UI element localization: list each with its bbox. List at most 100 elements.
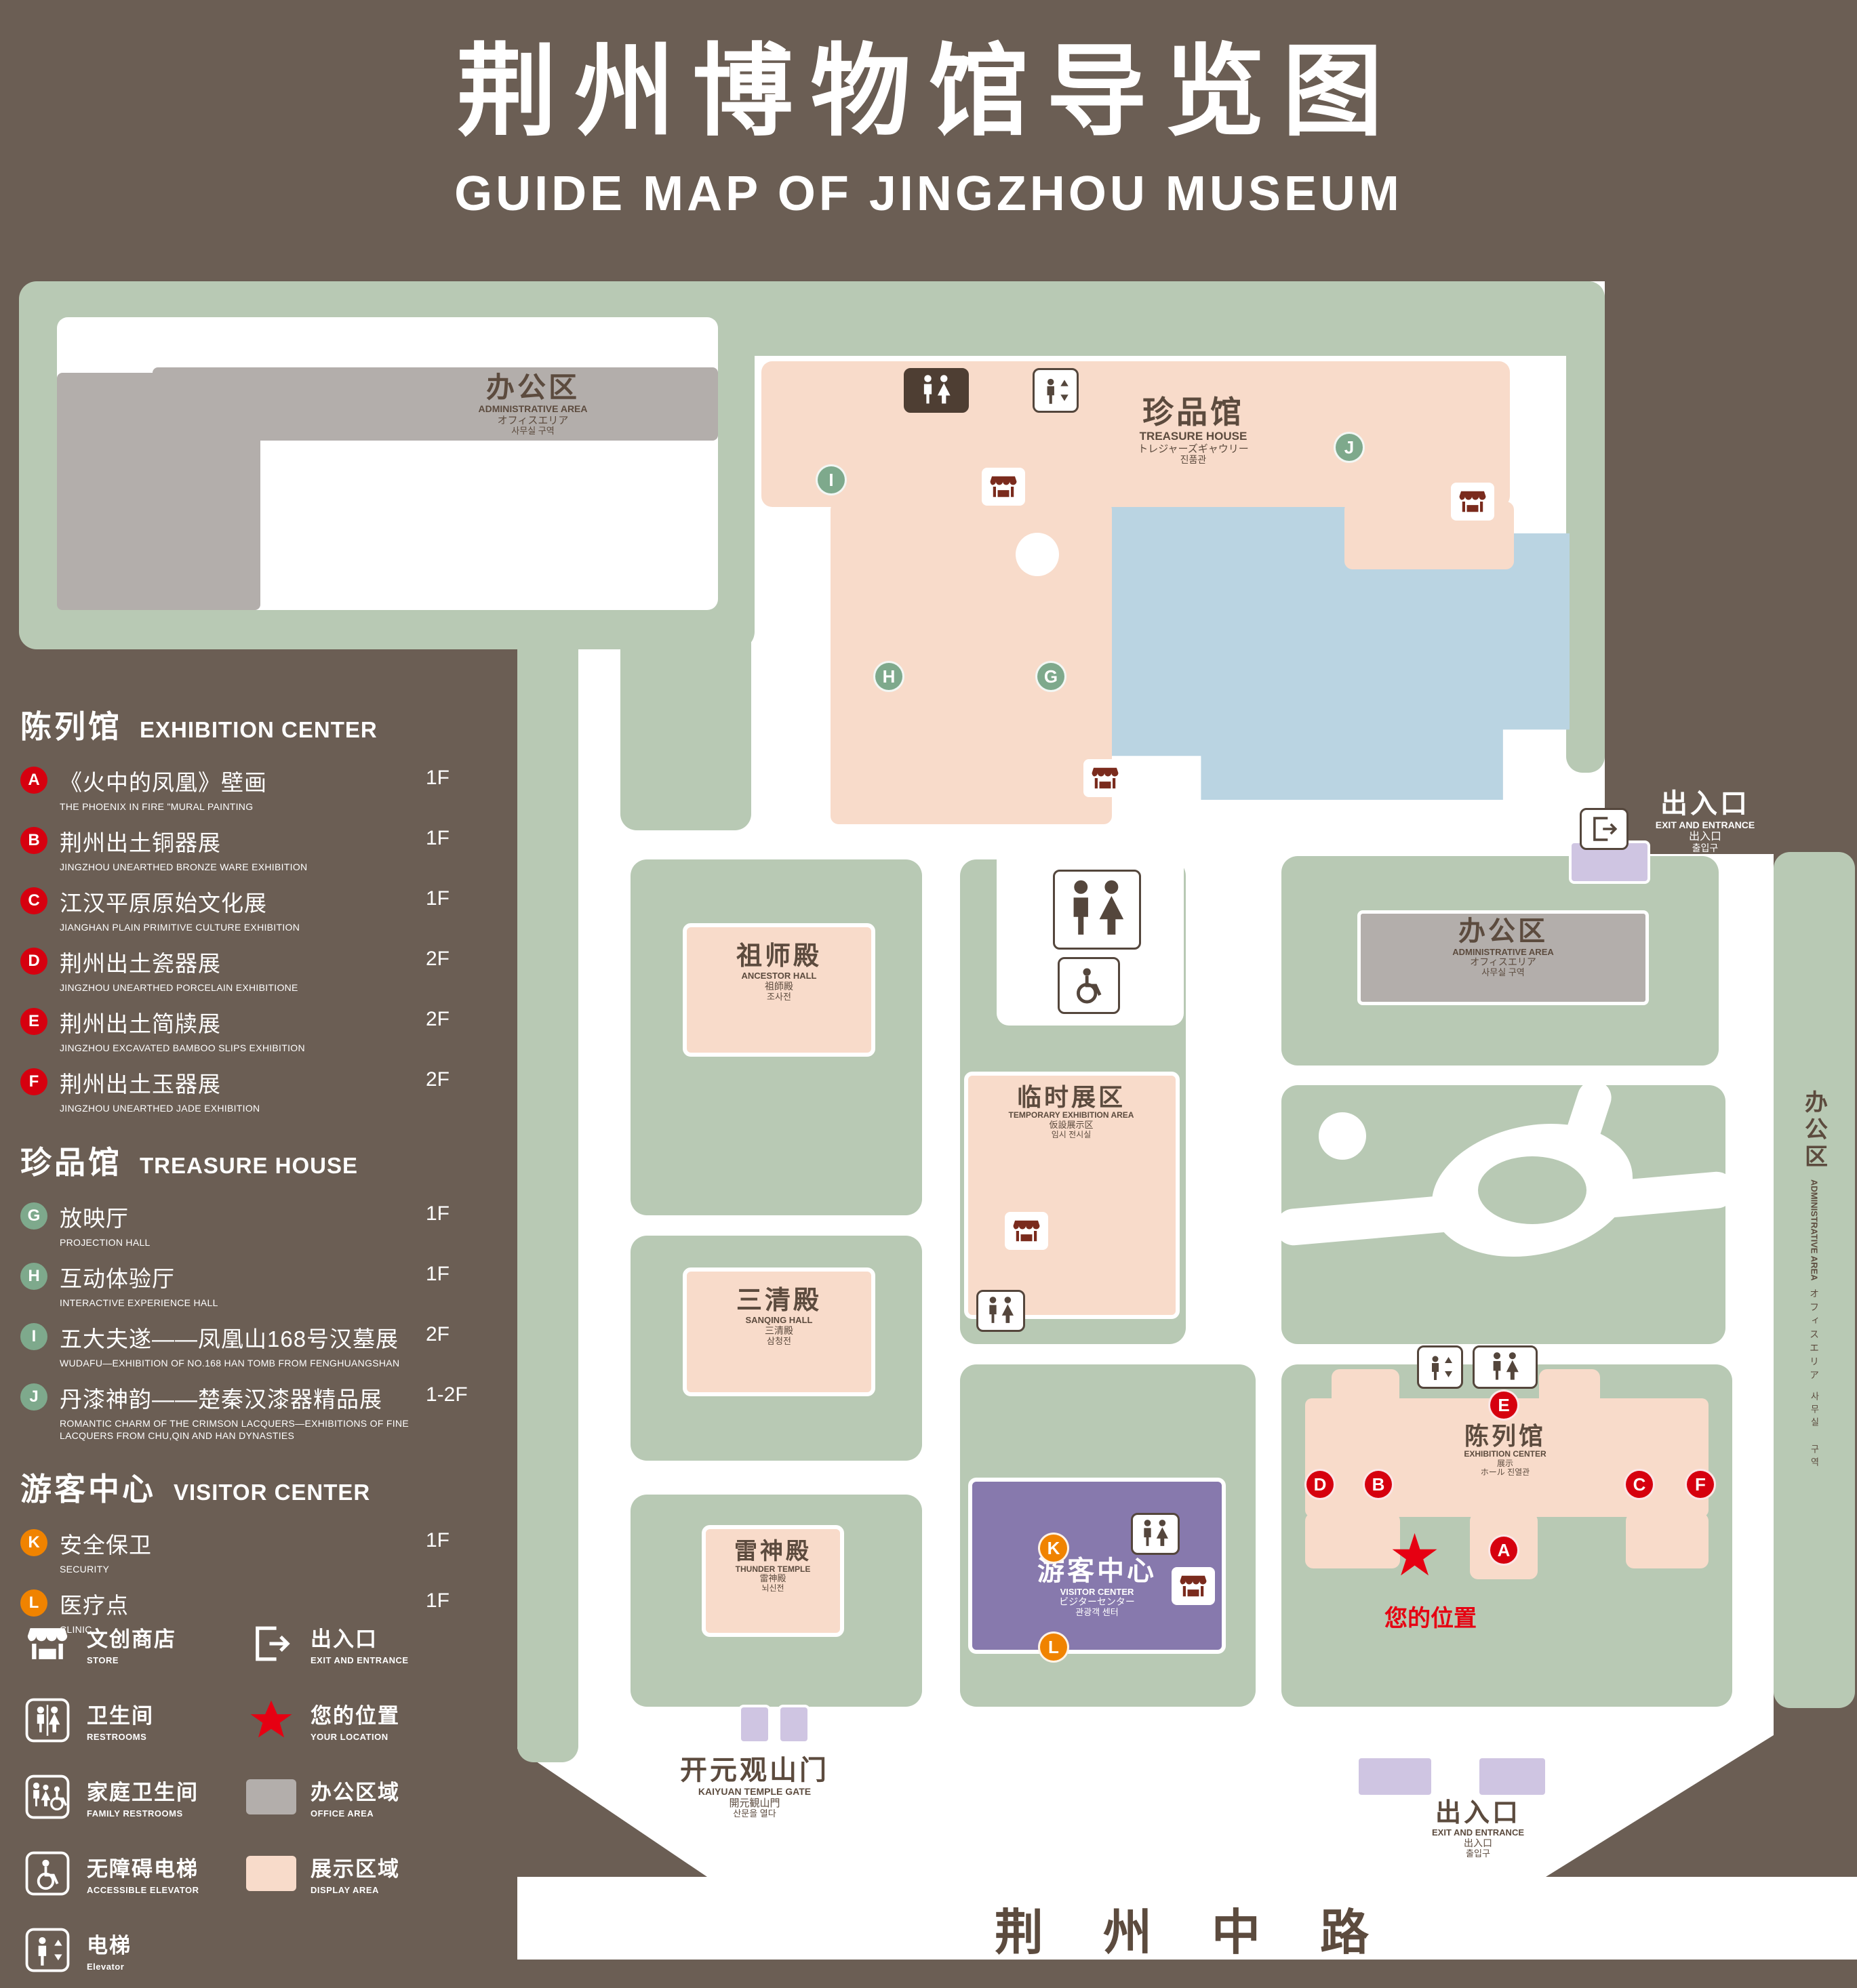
exhibition-center-tab-se [1626,1513,1709,1568]
visitor-center-building [968,1478,1226,1654]
visitor-center-label: 游客中心 VISITOR CENTER ビジターセンター 관광객 센터 [1037,1556,1157,1618]
admin-east-label: 办公区 ADMINISTRATIVE AREA オフィスエリア 사무실 구역 [1774,852,1855,1708]
exit-icon-east [1580,808,1629,850]
office-area-swatch [244,1774,298,1819]
elevator-icon [20,1928,75,1972]
admin-east-en: ADMINISTRATIVE AREA [1809,1179,1820,1281]
restroom-icon [20,1698,75,1743]
temporary-exhibition-label: 临时展区 TEMPORARY EXHIBITION AREA 仮設展示区 임시 … [1008,1083,1134,1139]
garden-island [1478,1156,1586,1224]
elevator-icon-exhibition [1417,1345,1463,1389]
exit-south-label: 出入口 EXIT AND ENTRANCE 出入口 출입구 [1431,1799,1525,1859]
lawn-right-band [1566,281,1605,773]
page-subtitle: GUIDE MAP OF JINGZHOU MUSEUM [454,167,1403,221]
admin-east-ja: オフィスエリア [1809,1289,1820,1384]
temporary-exhibition-building [964,1072,1180,1319]
road-jingzhou-middle [517,1877,1857,1960]
gate-pad-2 [778,1705,810,1744]
exit-icon [244,1621,298,1666]
exit-east-label: 出入口 EXIT AND ENTRANCE 出入口 출입구 [1655,789,1755,853]
map-marker-h: H [873,661,904,692]
office-nw-building-column [57,373,260,610]
marker-f: F [20,1068,47,1095]
admin-east-zh: 办公区 [1801,1089,1827,1171]
marker-b: B [20,827,47,854]
display-area-swatch [244,1851,298,1896]
map-marker-f: F [1685,1469,1716,1500]
fountain [1016,533,1059,576]
map-marker-a: A [1488,1535,1519,1566]
admin-mid-building [1357,910,1649,1005]
map-marker-k: K [1038,1533,1069,1564]
sanqing-hall-building [683,1267,875,1396]
restroom-icon-treasure [904,368,969,413]
marker-c: C [20,887,47,914]
map-marker-d: D [1304,1469,1336,1500]
marker-h: H [20,1263,47,1290]
restroom-icon-exhibition [1473,1345,1538,1389]
family-restroom-icon [20,1774,75,1819]
your-location-label: 您的位置 [1384,1606,1477,1631]
treasure-house-label: 珍品馆 TREASURE HOUSE トレジャーズギャウリー 진품관 [1138,394,1249,465]
road-label: 荆 州 中 路 [994,1906,1392,1960]
store-icon-treasure-1 [982,468,1025,506]
map-marker-l: L [1038,1631,1069,1663]
treasure-house-west-wing [831,502,1112,824]
admin-nw-label: 办公区 ADMINISTRATIVE AREA オフィスエリア 사무실 구역 [478,371,588,436]
admin-mid-label: 办公区 ADMINISTRATIVE AREA オフィスエリア 사무실 구역 [1452,916,1554,978]
garden-path-circle [1319,1112,1366,1160]
marker-g: G [20,1202,47,1230]
store-icon-treasure-2 [1451,483,1494,521]
sanqing-hall-label: 三清殿 SANQING HALL 三清殿 삼청전 [736,1286,822,1347]
restroom-icon-visitor [1131,1513,1180,1555]
map-marker-b: B [1363,1469,1394,1500]
section-treasure-house: 珍品馆 TREASURE HOUSE [20,1145,359,1180]
garden-block [1281,1085,1725,1344]
map-marker-j: J [1334,432,1365,463]
map-marker-e: E [1488,1389,1519,1421]
ancestor-hall-label: 祖师殿 ANCESTOR HALL 祖師殿 조사전 [736,942,822,1002]
your-location-star-icon: ★ [1389,1523,1441,1588]
elevator-icon-treasure [1033,368,1079,413]
exhibition-center-tab-sw [1305,1513,1400,1568]
exhibition-center-label: 陈列馆 EXHIBITION CENTER 展示 ホール 진열관 [1464,1422,1546,1478]
thunder-temple-label: 雷神殿 THUNDER TEMPLE 雷神殿 뇌신전 [734,1539,812,1594]
section-exhibition-center: 陈列馆 EXHIBITION CENTER [20,709,378,744]
header: 荆州博物馆导览图 GUIDE MAP OF JINGZHOU MUSEUM [0,9,1857,222]
accessible-restroom-icon-central [1058,957,1120,1014]
admin-east-ko: 사무실 구역 [1809,1392,1820,1471]
map-marker-i: I [816,464,847,495]
ancestor-hall-building [683,923,875,1057]
treasure-house-building [761,361,1510,507]
marker-j: J [20,1383,47,1411]
marker-d: D [20,948,47,975]
section-visitor-center: 游客中心 VISITOR CENTER [20,1472,371,1507]
map-marker-c: C [1624,1469,1655,1500]
gate-pad-1 [738,1705,771,1744]
restroom-icon-temporary [976,1290,1025,1332]
marker-e: E [20,1008,47,1035]
store-icon-visitor [1172,1567,1215,1605]
marker-i: I [20,1323,47,1350]
store-icon-treasure-3 [1083,759,1127,797]
thunder-temple-building [702,1525,844,1637]
accessible-elevator-icon [20,1851,75,1896]
marker-l: L [20,1589,47,1617]
